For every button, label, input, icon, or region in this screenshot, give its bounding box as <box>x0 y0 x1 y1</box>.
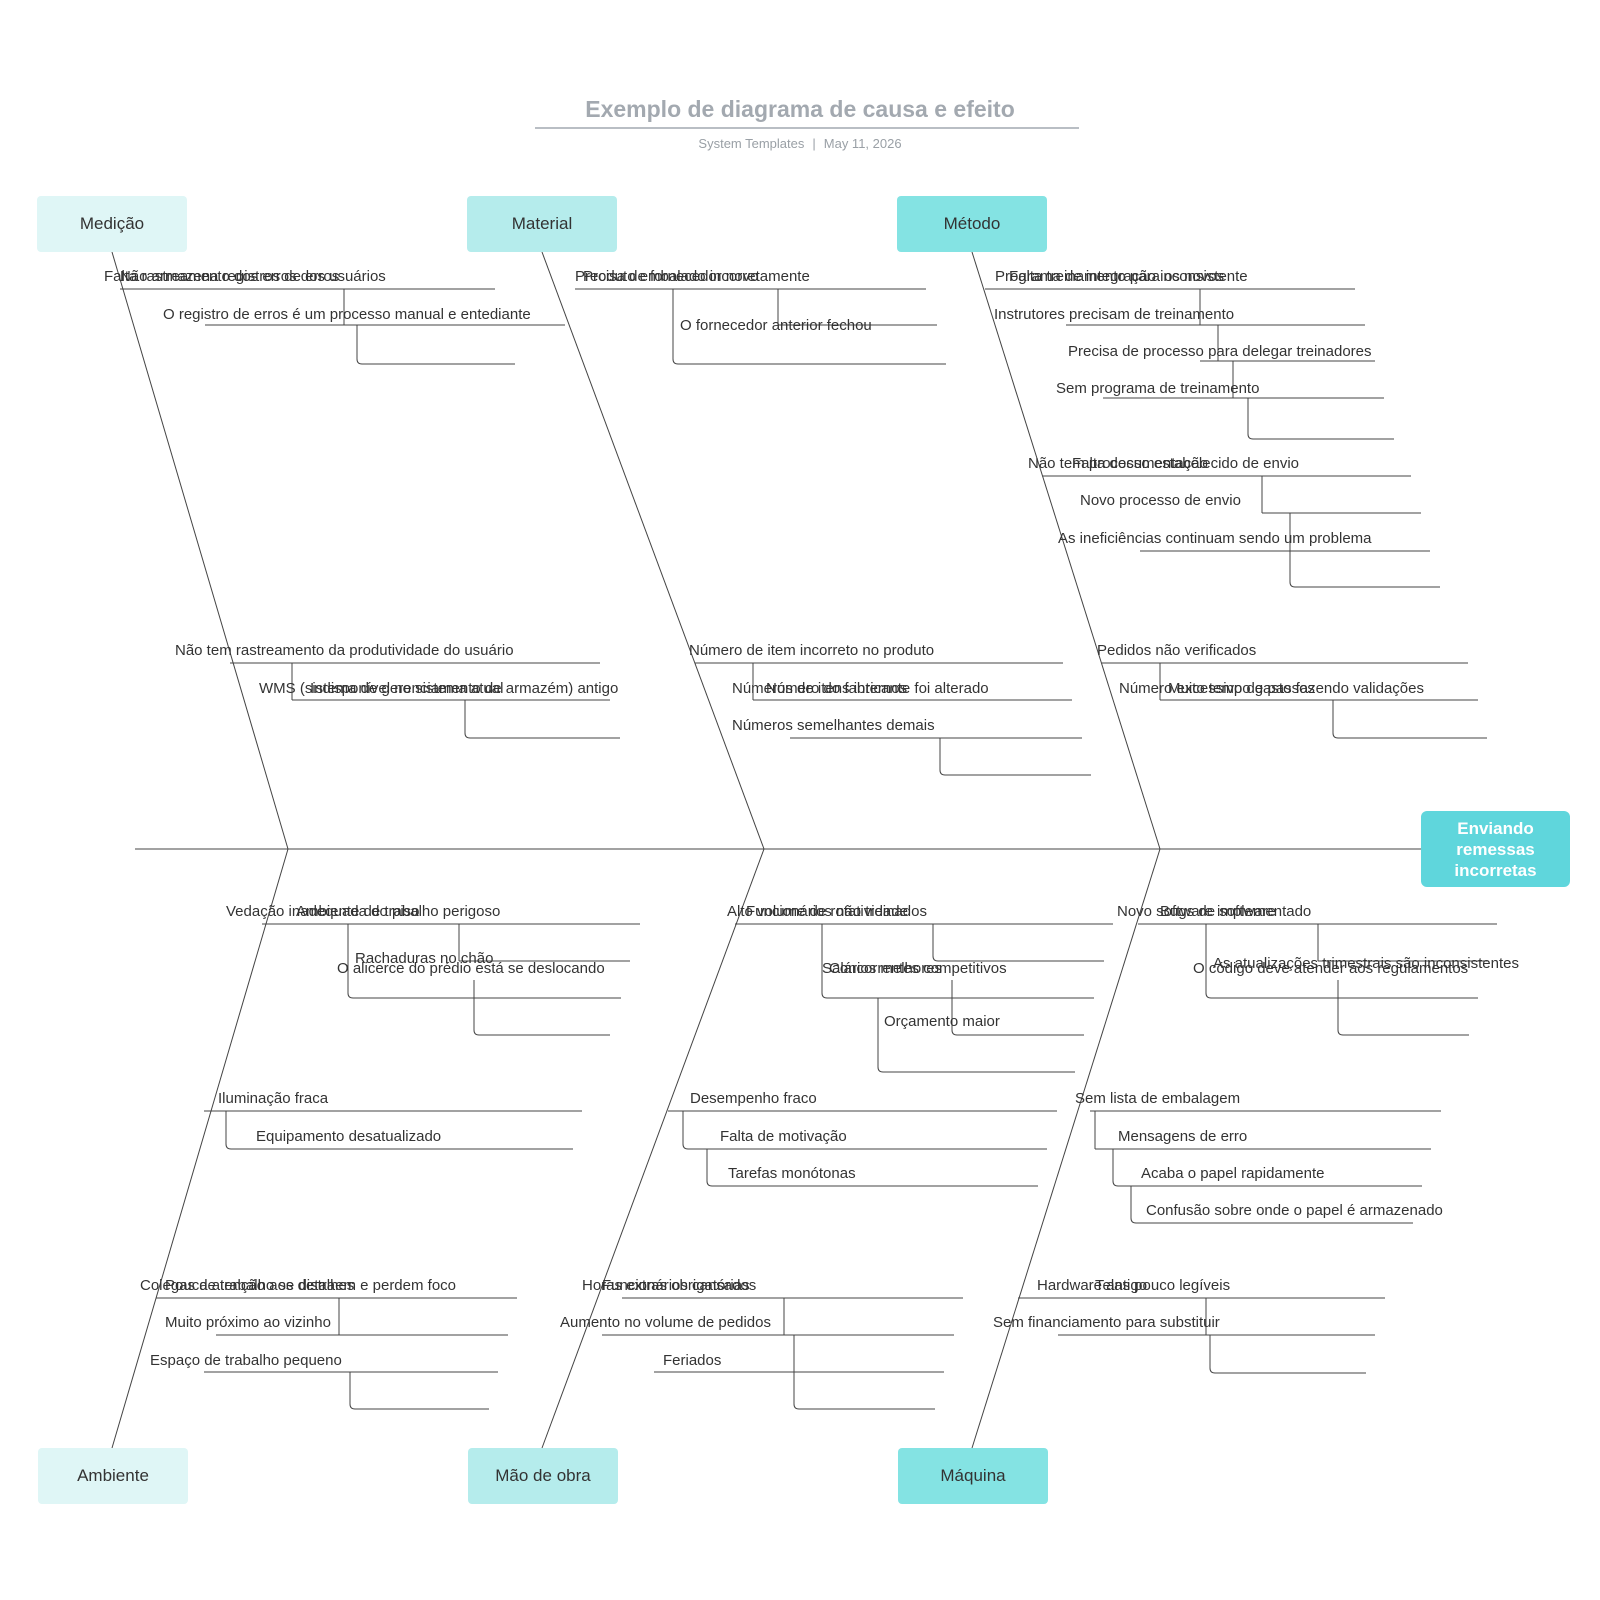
cause-label[interactable]: Falta rastreamento dos erros dos usuário… <box>104 268 386 285</box>
cause-label[interactable]: As atualizações trimestrais são inconsis… <box>1213 955 1519 972</box>
cause-label[interactable]: Não tem processo estabelecido de envio <box>1028 455 1299 472</box>
cause-label[interactable]: O código deve atender aos regulamentos <box>1193 960 1469 977</box>
cause-label[interactable]: Números semelhantes demais <box>732 717 935 734</box>
cause-label[interactable]: Feriados <box>663 1352 722 1369</box>
cause-label[interactable]: Número excessivo de passos <box>1119 680 1315 697</box>
cause-label[interactable]: Números de itens internos <box>732 680 908 697</box>
cause-label[interactable]: Funcionários cansados <box>602 1277 757 1294</box>
cause-label[interactable]: Equipamento desatualizado <box>256 1128 442 1145</box>
cause-label[interactable]: Bugs de software <box>1160 903 1276 920</box>
cause-label[interactable]: Instrutores precisam de treinamento <box>994 306 1235 323</box>
cause-label[interactable]: Muito próximo ao vizinho <box>165 1314 331 1331</box>
cause-label[interactable]: Rachaduras no chão <box>355 950 494 967</box>
cause-label[interactable]: Alto volume de rotatividade <box>727 903 908 920</box>
cause-label[interactable]: O fornecedor anterior fechou <box>680 317 872 334</box>
cause-label[interactable]: As ineficiências continuam sendo um prob… <box>1058 530 1372 547</box>
cause-label[interactable]: Precisa de fornecedor novo <box>575 268 759 285</box>
cause-label[interactable]: Sem financiamento para substituir <box>993 1314 1220 1331</box>
cause-label[interactable]: Sem lista de embalagem <box>1075 1090 1241 1107</box>
cause-label[interactable]: Programa de integração inconsistente <box>995 268 1248 285</box>
cause-label[interactable]: Funcionários não treinados <box>746 903 927 920</box>
subtitle: System Templates | May 11, 2026 <box>0 136 1600 151</box>
cause-label[interactable]: Número do fabricante foi alterado <box>766 680 989 697</box>
cause-label[interactable]: Iluminação fraca <box>218 1090 329 1107</box>
cause-label[interactable]: O alicerce do prédio está se deslocando <box>337 960 605 977</box>
date: May 11, 2026 <box>823 136 902 151</box>
cause-label[interactable]: Sem programa de treinamento <box>1056 380 1260 397</box>
cause-label[interactable]: Acaba o papel rapidamente <box>1141 1165 1325 1182</box>
cause-label[interactable]: Hardware antigo <box>1037 1277 1148 1294</box>
cause-label[interactable]: Colegas de trabalho se distraem e perdem… <box>140 1277 457 1294</box>
cause-label[interactable]: Pedidos não verificados <box>1097 642 1257 659</box>
cause-label[interactable]: Não tem rastreamento da produtividade do… <box>175 642 514 659</box>
cause-label[interactable]: Tarefas monótonas <box>728 1165 856 1182</box>
effect-box[interactable]: Enviando remessas incorretas <box>1421 811 1570 887</box>
cause-label[interactable]: Indisponível no sistema atual <box>310 680 504 697</box>
cause-label[interactable]: Falta de motivação <box>720 1128 847 1145</box>
cause-label[interactable]: Ambiente de trabalho perigoso <box>296 903 501 920</box>
cause-label[interactable]: Novo software implementado <box>1117 903 1312 920</box>
cause-label[interactable]: WMS (sistema de gerenciamento de armazém… <box>259 680 619 697</box>
category-mao-de-obra[interactable]: Mão de obra <box>468 1448 618 1504</box>
cause-label[interactable]: Espaço de trabalho pequeno <box>150 1352 342 1369</box>
cause-label[interactable]: Precisa de processo para delegar treinad… <box>1068 343 1372 360</box>
cause-label[interactable]: Vedação inadequada do piso <box>226 903 420 920</box>
category-medicao[interactable]: Medição <box>37 196 187 252</box>
cause-label[interactable]: Não armazena registros de erros <box>120 268 340 285</box>
cause-label[interactable]: Desempenho fraco <box>690 1090 817 1107</box>
cause-label[interactable]: Novo processo de envio <box>1080 492 1241 509</box>
cause-label[interactable]: Confusão sobre onde o papel é armazenado <box>1146 1202 1443 1219</box>
title-underline <box>535 127 1079 129</box>
cause-label[interactable]: Orçamento maior <box>884 1013 1000 1030</box>
cause-label[interactable]: Produto embalado incorretamente <box>583 268 810 285</box>
cause-label[interactable]: Telas pouco legíveis <box>1095 1277 1231 1294</box>
cause-label[interactable]: Muito tempo gasto fazendo validações <box>1168 680 1424 697</box>
author: System Templates <box>698 136 805 151</box>
cause-label[interactable]: Horas extras obrigatórias <box>582 1277 750 1294</box>
cause-label[interactable]: O registro de erros é um processo manual… <box>163 306 531 323</box>
category-maquina[interactable]: Máquina <box>898 1448 1048 1504</box>
category-material[interactable]: Material <box>467 196 617 252</box>
cause-label[interactable]: Concorrentes competitivos <box>829 960 1007 977</box>
cause-label[interactable]: Falta treinamento para os novos <box>1009 268 1225 285</box>
category-metodo[interactable]: Método <box>897 196 1047 252</box>
cause-label[interactable]: Número de item incorreto no produto <box>689 642 935 659</box>
cause-label[interactable]: Mensagens de erro <box>1118 1128 1248 1145</box>
category-ambiente[interactable]: Ambiente <box>38 1448 188 1504</box>
divider: | <box>812 136 816 151</box>
cause-label[interactable]: Pouca atenção aos detalhes <box>165 1277 355 1294</box>
cause-label[interactable]: Falta documentação <box>1072 455 1208 472</box>
cause-label[interactable]: Aumento no volume de pedidos <box>560 1314 771 1331</box>
cause-label[interactable]: Salários melhores <box>822 960 943 977</box>
page-title: Exemplo de diagrama de causa e efeito <box>585 96 1015 122</box>
